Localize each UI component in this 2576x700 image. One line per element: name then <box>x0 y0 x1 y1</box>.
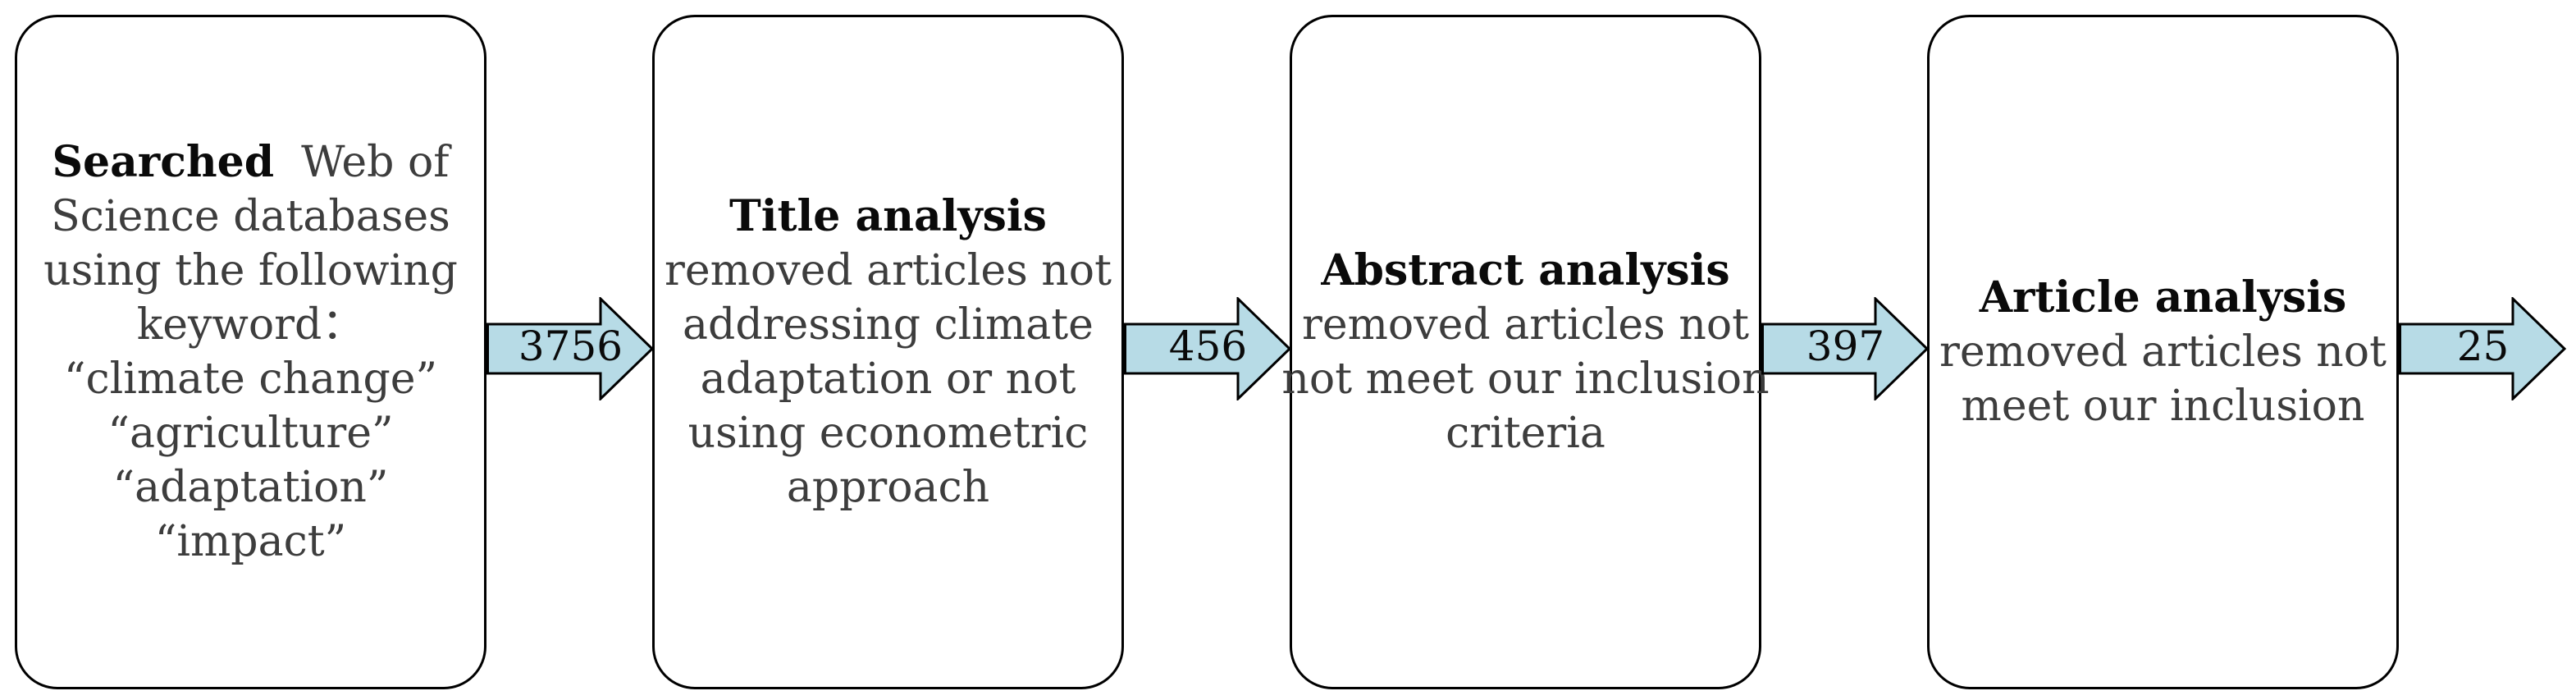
box-heading: Title analysis <box>729 191 1047 241</box>
box-line: removed articles not <box>1939 327 2387 377</box>
stage-box-article-analysis: Article analysis removed articles not me… <box>1927 15 2399 689</box>
stage-box-searched-text: Searched Web of Science databases using … <box>43 135 458 569</box>
stage-box-title-analysis: Title analysis removed articles not addr… <box>652 15 1124 689</box>
box-heading: Searched <box>52 137 275 187</box>
box-line: “impact” <box>154 517 347 566</box>
box-line: approach <box>786 463 990 512</box>
box-heading-line: Article analysis <box>1939 271 2386 325</box>
arrow-count-label: 3756 <box>518 323 623 370</box>
flow-arrow-4: 25 <box>2399 297 2567 400</box>
box-line: adaptation or not <box>700 355 1076 404</box>
stage-box-title-analysis-text: Title analysis removed articles not addr… <box>665 190 1112 515</box>
box-line: criteria <box>1446 409 1605 458</box>
box-heading: Abstract analysis <box>1321 245 1730 295</box>
stage-box-abstract-analysis: Abstract analysis removed articles not n… <box>1281 15 1770 689</box>
box-heading-line: Abstract analysis <box>1281 244 1769 298</box>
flow-arrow-1: 3756 <box>486 297 655 400</box>
box-line: removed articles not <box>664 246 1112 295</box>
box-line: “climate change” <box>63 355 438 404</box>
right-arrow-icon <box>486 297 655 400</box>
stage-box-searched: Searched Web of Science databases using … <box>15 15 486 689</box>
arrow-count-label: 25 <box>2456 323 2510 370</box>
box-line: meet our inclusion <box>1961 382 2365 431</box>
box-heading-suffix: Web of <box>274 138 450 187</box>
box-line: Science databases <box>51 192 450 241</box>
stage-box-article-analysis-text: Article analysis removed articles not me… <box>1939 271 2386 433</box>
box-line: keyword： <box>136 300 365 350</box>
box-line: using econometric <box>687 409 1089 458</box>
box-heading: Article analysis <box>1979 272 2347 323</box>
box-line: addressing climate <box>683 300 1094 350</box>
stage-box-abstract-analysis-text: Abstract analysis removed articles not n… <box>1281 244 1769 460</box>
box-line: using the following <box>43 246 458 295</box>
right-arrow-icon <box>2399 297 2567 400</box>
box-heading-line: Title analysis <box>665 190 1112 244</box>
right-arrow-icon <box>1761 297 1930 400</box>
right-arrow-icon <box>1124 297 1292 400</box>
flow-arrow-3: 397 <box>1761 297 1930 400</box>
box-heading-line: Searched Web of <box>43 135 458 190</box>
arrow-count-label: 397 <box>1806 323 1885 370</box>
box-line: removed articles not <box>1301 300 1750 350</box>
arrow-count-label: 456 <box>1168 323 1248 370</box>
flow-arrow-2: 456 <box>1124 297 1292 400</box>
box-line: not meet our inclusion <box>1281 355 1770 404</box>
box-line: “agriculture” <box>107 409 394 458</box>
box-line: “adaptation” <box>112 463 389 512</box>
